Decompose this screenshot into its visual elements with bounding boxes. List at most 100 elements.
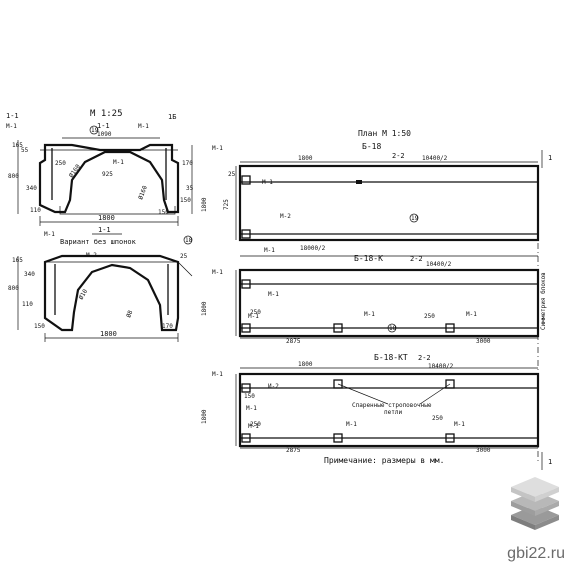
lifting-label-1: Спаренные строповочные <box>352 402 432 409</box>
block3-mark-3: М-1 <box>248 423 259 430</box>
block1-mark-1: М-1 <box>262 179 273 186</box>
variant-dim-5: 170 <box>162 323 173 330</box>
section-cut-label: 1-1 <box>97 122 110 130</box>
section-inside-925: 925 <box>102 171 113 178</box>
block1-mark-0: М-1 <box>212 145 223 152</box>
section-inner-width: 1090 <box>97 131 112 138</box>
variant-inner-walls <box>54 264 169 315</box>
block1-insert <box>356 180 362 184</box>
block2-outline <box>238 268 540 338</box>
block2-offset-1: 250 <box>424 313 435 320</box>
plan-axis-label: Симметрия блоков <box>540 272 547 330</box>
block1-outline <box>238 164 540 242</box>
block2-mark-3: М-1 <box>364 311 375 318</box>
section-dim-6: 35 <box>186 185 194 192</box>
variant-leader <box>177 261 193 277</box>
section-inside-m1: М-1 <box>113 159 124 166</box>
block1-mark-2: М-2 <box>280 213 291 220</box>
variant-dim-2: 340 <box>24 271 35 278</box>
plan-section-mark-bottom: 1 <box>548 458 552 466</box>
variant-dim-0: 165 <box>12 257 23 264</box>
plan-view: План М 1:50 1 Симметрия блоков Б-18 2-2 … <box>201 129 552 470</box>
variant-mark-18: 18 <box>185 237 193 244</box>
section-dim-8: 150 <box>158 209 169 216</box>
block3-mark-4: М-1 <box>346 421 357 428</box>
block3-outline <box>238 372 540 448</box>
block3-offset-4: 3000 <box>476 447 491 454</box>
block3-section: 2-2 <box>418 354 431 362</box>
watermark: gbi22.ru <box>507 545 565 562</box>
block1-section: 2-2 <box>392 152 405 160</box>
block3-loop-2 <box>241 433 251 443</box>
lifting-leader-2 <box>419 383 451 405</box>
block3-offset-1: 250 <box>250 421 261 428</box>
variant-dim-3: 110 <box>22 301 33 308</box>
block2-mark-0: М-1 <box>212 269 223 276</box>
variant-dim-4: 150 <box>34 323 45 330</box>
section-base-line <box>59 206 176 215</box>
block1-dim-right: 10400/2 <box>422 155 448 162</box>
block3-offset-3: 2875 <box>286 447 301 454</box>
section-corner-right: 1Б <box>168 113 176 121</box>
section-dim-9: 250 <box>55 160 66 167</box>
section-inner-walls <box>51 148 167 200</box>
block3-loop-3 <box>333 379 343 389</box>
variant-callout-circle <box>183 235 193 245</box>
logo-icon <box>511 477 559 530</box>
block3-offset-0: 150 <box>244 393 255 400</box>
section-inside-diam-right: Ø160 <box>137 184 149 200</box>
block2-section: 2-2 <box>410 255 423 263</box>
block2-mark-1: М-1 <box>268 291 279 298</box>
block1-mark-3: М-1 <box>264 247 275 254</box>
block3-height: 1800 <box>201 409 208 424</box>
lifting-label-2: петли <box>384 409 402 416</box>
section-dim-2: 800 <box>8 173 19 180</box>
block2-loop-3 <box>333 323 343 333</box>
variant-title: Вариант без шпонок <box>60 238 137 246</box>
block1-dim-left: 1800 <box>298 155 313 162</box>
block1-loop-2 <box>241 229 251 239</box>
section-dim-5: 170 <box>182 160 193 167</box>
section-dim-7: 150 <box>180 197 191 204</box>
variant-total-width: 1800 <box>100 330 117 338</box>
plan-block-1: Б-18 2-2 1800 10400/2 М-1 М-1 М-2 М-1 19… <box>201 142 540 254</box>
section-mark-19: 19 <box>91 127 99 134</box>
variant-label-d10: Ø10 <box>78 288 90 301</box>
section-view: 1-1 М-1 М 1:25 1Б 1-1 М-1 19 1090 165 55… <box>6 109 194 235</box>
section-dim-0: 165 <box>12 142 23 149</box>
variant-dim-6: 25 <box>180 253 188 260</box>
block1-callout <box>409 213 419 223</box>
block2-name: Б-18-К <box>354 254 383 263</box>
block1-row-1: 725 <box>223 199 230 210</box>
block3-loop-1 <box>241 383 251 393</box>
section-title: М 1:25 <box>90 109 123 119</box>
plan-note: Примечание: размеры в мм. <box>324 456 444 465</box>
plan-section-mark-top: 1 <box>548 154 552 162</box>
section-mark-m1: М-1 <box>138 123 149 130</box>
variant-mark-m1: М-1 <box>44 231 55 238</box>
block3-loop-6 <box>445 433 455 443</box>
block2-loop-2 <box>241 323 251 333</box>
section-inside-diam: Ø160 <box>68 163 82 179</box>
block2-dim-right: 10400/2 <box>426 261 452 268</box>
section-cut-under: 1-1 <box>98 226 111 234</box>
variant-label-d8: Ø8 <box>125 309 134 319</box>
block2-offset-2: 2875 <box>286 338 301 345</box>
section-corner-label: 1-1 <box>6 112 19 120</box>
block2-mark-4: М-1 <box>466 311 477 318</box>
block3-dim-right: 10400/2 <box>428 363 454 370</box>
block3-loop-5 <box>445 379 455 389</box>
block1-loop-1 <box>241 175 251 185</box>
block3-dim-left: 1800 <box>298 361 313 368</box>
plan-block-3: Б-18-КТ 2-2 1800 10400/2 М-1 И-2 М-1 М-1… <box>201 353 540 454</box>
block2-loop-1 <box>241 279 251 289</box>
block2-loop-4 <box>445 323 455 333</box>
block1-num: 19 <box>411 215 419 222</box>
variant-dim-1: 800 <box>8 285 19 292</box>
block1-name: Б-18 <box>362 142 381 151</box>
section-dim-4: 110 <box>30 207 41 214</box>
section-dim-1: 55 <box>21 147 29 154</box>
block3-mark-1: И-2 <box>268 383 279 390</box>
plan-title: План М 1:50 <box>358 129 411 138</box>
